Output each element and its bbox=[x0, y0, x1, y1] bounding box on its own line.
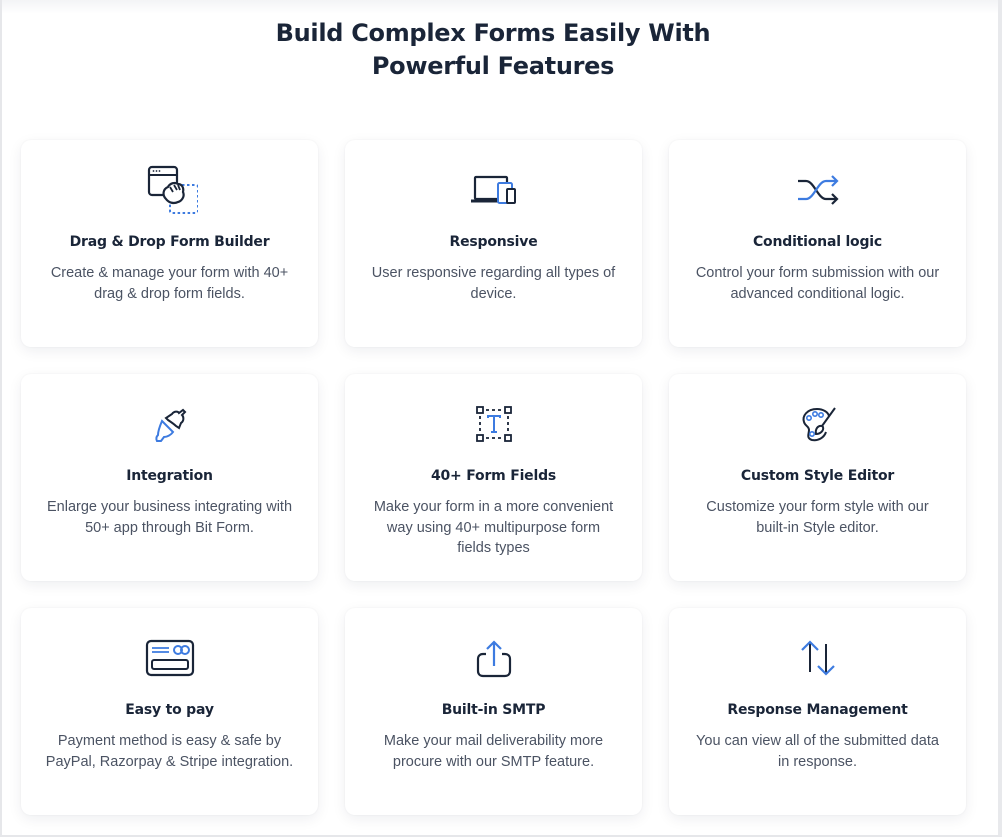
up-down-arrows-icon bbox=[788, 630, 848, 686]
feature-card-responsive: Responsive User responsive regarding all… bbox=[345, 140, 642, 347]
upload-share-icon bbox=[464, 630, 524, 686]
drag-drop-hand-icon bbox=[140, 162, 200, 218]
feature-card-drag-drop: Drag & Drop Form Builder Create & manage… bbox=[21, 140, 318, 347]
feature-description: Make your mail deliverability more procu… bbox=[383, 733, 604, 770]
top-bar bbox=[2, 0, 998, 14]
feature-description: Create & manage your form with 40+ drag … bbox=[50, 265, 289, 302]
feature-description: User responsive regarding all types of d… bbox=[371, 265, 616, 302]
feature-card-style-editor: Custom Style Editor Customize your form … bbox=[669, 374, 966, 581]
feature-title: Drag & Drop Form Builder bbox=[69, 234, 270, 250]
feature-card-form-fields: 40+ Form Fields Make your form in a more… bbox=[345, 374, 642, 581]
credit-card-icon bbox=[140, 630, 200, 686]
feature-description: Enlarge your business integrating with 5… bbox=[46, 499, 293, 536]
feature-description: Make your form in a more convenient way … bbox=[373, 499, 614, 556]
feature-title: 40+ Form Fields bbox=[430, 468, 557, 484]
feature-description: You can view all of the submitted data i… bbox=[696, 733, 939, 770]
feature-description: Control your form submission with our ad… bbox=[695, 265, 940, 302]
feature-title: Responsive bbox=[449, 234, 538, 250]
feature-title: Built-in SMTP bbox=[441, 702, 546, 718]
plug-connect-icon bbox=[140, 396, 200, 452]
feature-card-easy-pay: Easy to pay Payment method is easy & saf… bbox=[21, 608, 318, 815]
text-field-icon bbox=[464, 396, 524, 452]
feature-card-integration: Integration Enlarge your business integr… bbox=[21, 374, 318, 581]
feature-description: Payment method is easy & safe by PayPal,… bbox=[45, 733, 294, 770]
feature-title: Integration bbox=[126, 468, 213, 484]
palette-brush-icon bbox=[788, 396, 848, 452]
shuffle-arrows-icon bbox=[788, 162, 848, 218]
feature-card-response-management: Response Management You can view all of … bbox=[669, 608, 966, 815]
feature-card-conditional-logic: Conditional logic Control your form subm… bbox=[669, 140, 966, 347]
feature-card-smtp: Built-in SMTP Make your mail deliverabil… bbox=[345, 608, 642, 815]
page-title: Build Complex Forms Easily With Powerful… bbox=[2, 17, 984, 83]
page-title-line-2: Powerful Features bbox=[371, 52, 615, 80]
responsive-devices-icon bbox=[464, 162, 524, 218]
feature-title: Custom Style Editor bbox=[740, 468, 895, 484]
feature-description: Customize your form style with our built… bbox=[706, 499, 929, 536]
feature-title: Conditional logic bbox=[752, 234, 882, 250]
feature-title: Easy to pay bbox=[125, 702, 214, 718]
feature-title: Response Management bbox=[727, 702, 908, 718]
page-title-line-1: Build Complex Forms Easily With bbox=[275, 19, 711, 47]
